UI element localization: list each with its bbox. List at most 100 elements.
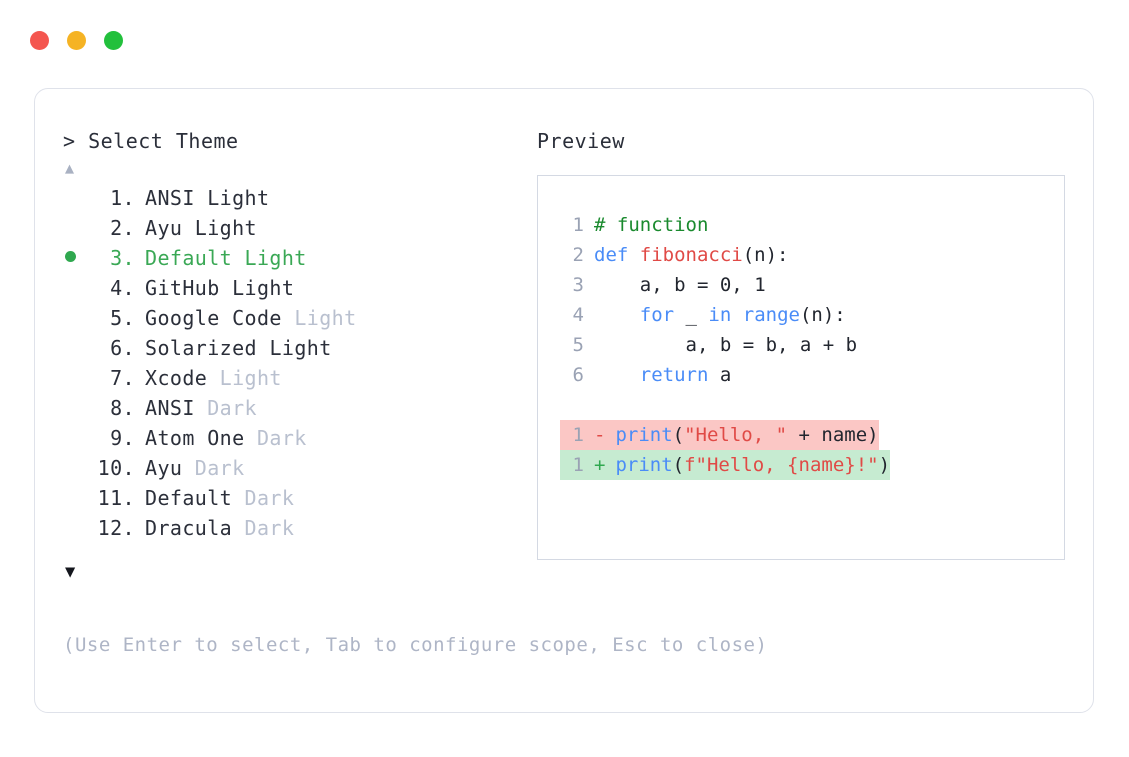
code-token: for [639,304,675,326]
code-line: 4 for _ in range(n): [560,300,1064,330]
theme-list-item[interactable]: 1.ANSI Light [63,183,523,213]
theme-item-variant: Light [207,186,270,210]
theme-list-item[interactable]: 9.Atom One Dark [63,423,523,453]
code-token: print [615,424,673,446]
code-token: print [615,454,673,476]
code-token: , [731,274,755,296]
theme-item-number: 4. [110,276,135,300]
diff-removed-line: 1-print("Hello, " + name) [560,420,1064,450]
code-token: f"Hello, {name}!" [684,454,879,476]
theme-item-label: Xcode Light [135,363,282,393]
theme-list-item[interactable]: 4.GitHub Light [63,273,523,303]
preview-title: Preview [537,129,625,153]
code-token: def [594,244,640,266]
theme-list-item[interactable]: 7.Xcode Light [63,363,523,393]
code-text: for _ in range(n): [594,300,846,330]
code-token [594,364,640,386]
theme-item-label: Default Dark [135,483,294,513]
theme-item-number: 7. [110,366,135,390]
theme-item-label: ANSI Light [135,183,269,213]
code-token [731,304,742,326]
theme-item-number: 9. [110,426,135,450]
minimize-button[interactable] [67,30,86,50]
theme-item-label: GitHub Light [135,273,294,303]
theme-item-number: 5. [110,306,135,330]
code-text: a, b = 0, 1 [594,270,766,300]
theme-item-number: 3. [110,246,135,270]
selected-dot-icon [65,251,76,262]
theme-list-item[interactable]: 10.Ayu Dark [63,453,523,483]
theme-item-label: ANSI Dark [135,393,257,423]
theme-item-name: Google Code [145,306,282,330]
code-token: a [708,364,732,386]
code-token: ) [878,454,891,476]
theme-item-number: 6. [110,336,135,360]
window-titlebar [0,0,1129,80]
code-diff-spacer [538,390,1064,420]
code-text: a, b = b, a + b [594,330,858,360]
theme-list-item[interactable]: 8.ANSI Dark [63,393,523,423]
theme-item-name: Ayu [145,456,183,480]
theme-list-item[interactable]: 11.Default Dark [63,483,523,513]
theme-item-label: Dracula Dark [135,513,294,543]
line-number: 1 [572,214,584,236]
theme-list-item[interactable]: 12.Dracula Dark [63,513,523,543]
code-token: (n): [742,244,789,266]
diff-added-line: 1 + print(f"Hello, {name}!") [560,450,1064,480]
theme-item-name: Default [145,246,233,270]
line-number: 6 [572,364,584,386]
code-token: a, b = [594,274,720,296]
theme-item-label: Ayu Dark [135,453,245,483]
theme-list-item[interactable]: 5.Google Code Light [63,303,523,333]
theme-item-name: ANSI [145,396,195,420]
theme-item-variant: Dark [244,486,295,510]
theme-item-name: Solarized [145,336,257,360]
theme-list-item[interactable]: 3.Default Light [63,243,523,273]
theme-item-label: Solarized Light [135,333,332,363]
diff-code-text: print(f"Hello, {name}!") [615,450,890,480]
diff-line-number: 1 [572,454,584,476]
code-token: a, b = b, a + b [594,334,858,356]
theme-item-name: Xcode [145,366,208,390]
code-token: return [639,364,709,386]
theme-item-name: Default [145,486,233,510]
code-token: ( [672,424,685,446]
diff-plus-sign: + [594,454,606,476]
theme-item-variant: Dark [244,516,295,540]
theme-item-name: Ayu [145,216,183,240]
theme-item-number: 2. [110,216,135,240]
theme-item-number: 12. [97,516,135,540]
theme-item-variant: Light [194,216,257,240]
theme-list-item[interactable]: 2.Ayu Light [63,213,523,243]
code-token: in [708,304,732,326]
scroll-down-arrow[interactable]: ▼ [65,562,76,582]
theme-item-variant: Dark [194,456,245,480]
theme-item-variant: Light [219,366,282,390]
maximize-button[interactable] [104,30,123,50]
theme-item-number: 10. [97,456,135,480]
theme-item-number: 8. [110,396,135,420]
theme-item-variant: Dark [207,396,257,420]
line-number: 4 [572,304,584,326]
code-token: ( [672,454,685,476]
code-text: return a [594,360,732,390]
theme-list-item[interactable]: 6.Solarized Light [63,333,523,363]
theme-item-name: ANSI [145,186,195,210]
theme-item-number: 1. [110,186,135,210]
code-token [594,304,640,326]
window-controls [30,30,123,50]
code-token: range [742,304,800,326]
diff-line-body: 1-print("Hello, " + name) [560,420,879,450]
code-token: + name) [787,424,879,446]
theme-item-variant: Dark [256,426,307,450]
diff-line-number: 1 [572,424,584,446]
theme-item-label: Ayu Light [135,213,257,243]
theme-item-label: Atom One Dark [135,423,307,453]
scroll-up-arrow[interactable]: ▲ [65,159,75,177]
code-text: # function [594,210,708,240]
close-button[interactable] [30,30,49,50]
